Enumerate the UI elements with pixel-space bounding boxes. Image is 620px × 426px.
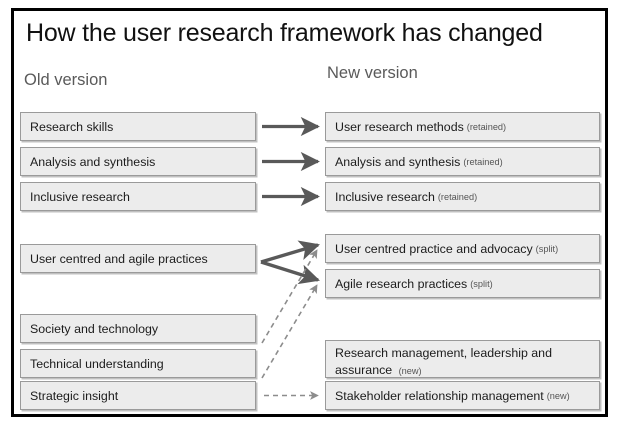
column-header-new: New version — [327, 64, 418, 82]
old-item-label: User centred and agile practices — [30, 251, 208, 266]
new-item-tag: (new) — [546, 390, 570, 401]
new-item-tag: (split) — [470, 278, 493, 289]
new-item-stakeholder-relationship-management[interactable]: Stakeholder relationship management (new… — [325, 381, 600, 410]
old-item-label: Strategic insight — [30, 388, 119, 403]
new-item-tag: (new) — [398, 366, 422, 376]
old-item-label: Inclusive research — [30, 189, 130, 204]
new-item-label: Stakeholder relationship management — [335, 388, 544, 403]
new-item-tag: (retained) — [466, 121, 507, 132]
new-item-research-management-leadership-and-assurance[interactable]: Research management, leadership and assu… — [325, 340, 600, 378]
new-item-inclusive-research[interactable]: Inclusive research (retained) — [325, 182, 600, 211]
page-title: How the user research framework has chan… — [26, 19, 543, 47]
old-item-inclusive-research[interactable]: Inclusive research — [20, 182, 256, 211]
old-item-analysis-and-synthesis[interactable]: Analysis and synthesis — [20, 147, 256, 176]
old-item-society-and-technology[interactable]: Society and technology — [20, 314, 256, 343]
new-item-label: Inclusive research — [335, 189, 435, 204]
new-item-label: User centred practice and advocacy — [335, 241, 533, 256]
old-item-research-skills[interactable]: Research skills — [20, 112, 256, 141]
old-item-label: Research skills — [30, 119, 114, 134]
new-item-analysis-and-synthesis[interactable]: Analysis and synthesis (retained) — [325, 147, 600, 176]
new-item-tag: (split) — [535, 243, 559, 254]
old-item-label: Society and technology — [30, 321, 159, 336]
new-item-user-research-methods[interactable]: User research methods (retained) — [325, 112, 600, 141]
new-item-tag: (retained) — [463, 156, 503, 167]
old-item-label: Technical understanding — [30, 356, 164, 371]
new-item-label: Analysis and synthesis — [335, 154, 461, 169]
new-item-label: Agile research practices — [335, 276, 468, 291]
new-item-user-centred-practice-and-advocacy[interactable]: User centred practice and advocacy (spli… — [325, 234, 600, 263]
new-item-label: Research management, leadership and assu… — [335, 346, 552, 377]
new-item-agile-research-practices[interactable]: Agile research practices (split) — [325, 269, 600, 298]
old-item-technical-understanding[interactable]: Technical understanding — [20, 349, 256, 378]
new-item-tag: (retained) — [437, 191, 478, 202]
old-item-label: Analysis and synthesis — [30, 154, 156, 169]
column-header-old: Old version — [24, 71, 108, 89]
new-item-label: User research methods — [335, 119, 464, 134]
old-item-user-centred-and-agile-practices[interactable]: User centred and agile practices — [20, 244, 256, 273]
old-item-strategic-insight[interactable]: Strategic insight — [20, 381, 256, 410]
